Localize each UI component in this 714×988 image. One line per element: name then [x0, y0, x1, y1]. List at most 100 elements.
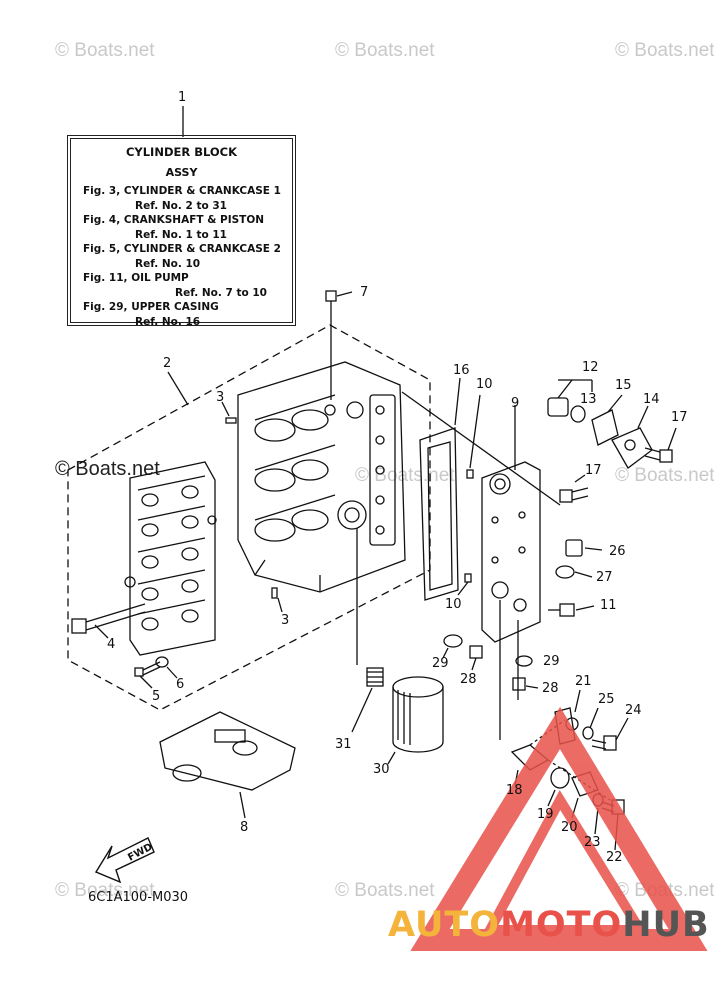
plug-28: [512, 677, 526, 691]
callout-16: 16: [453, 363, 470, 378]
watermark: © Boats.net: [55, 40, 155, 61]
box-line: Ref. No. 2 to 31: [135, 199, 227, 212]
callout-29: 29: [432, 656, 449, 671]
leader-line: [574, 689, 581, 713]
box-line: Fig. 4, CRANKSHAFT & PISTON: [83, 214, 265, 226]
leader-line: [471, 657, 477, 671]
callout-21: 21: [575, 674, 592, 689]
callout-25: 25: [598, 692, 615, 707]
dowel-pin-3: [221, 401, 283, 613]
washer-6: [155, 656, 169, 668]
callout-15: 15: [615, 378, 632, 393]
callout-5: 5: [152, 689, 161, 704]
bolt-4: [71, 603, 146, 639]
box-line: Fig. 3, CYLINDER & CRANKCASE 1: [83, 185, 281, 197]
watermark: © Boats.net: [615, 465, 714, 486]
callout-10: 10: [476, 377, 493, 392]
callout-27: 27: [596, 570, 613, 585]
plug-7: [325, 290, 353, 400]
callout-13: 13: [580, 392, 597, 407]
callout-3: 3: [281, 613, 290, 628]
cylinder-block-main: [237, 361, 406, 593]
brand-part-3: HUB: [622, 905, 710, 945]
box-line: Fig. 5, CYLINDER & CRANKCASE 2: [83, 243, 281, 255]
box-line: Fig. 11, OIL PUMP: [83, 272, 189, 284]
leader-line: [167, 371, 189, 406]
callout-1: 1: [178, 90, 187, 105]
callout-17: 17: [585, 463, 602, 478]
bolt-24: [591, 717, 629, 751]
box-line: Ref. No. 7 to 10: [175, 286, 267, 299]
callout-8: 8: [240, 820, 249, 835]
callout-20: 20: [561, 820, 578, 835]
callout-10: 10: [445, 597, 462, 612]
callout-7: 7: [360, 285, 369, 300]
diagram-code: 6C1A100-M030: [88, 890, 189, 905]
gasket-16: [419, 377, 461, 601]
cover-14: [611, 405, 653, 469]
washer-29: [515, 655, 533, 667]
washer-25: [582, 726, 594, 740]
callout-28: 28: [460, 672, 477, 687]
oil-filter-30: [387, 676, 444, 765]
pin-10: [457, 394, 481, 596]
callout-12: 12: [582, 360, 599, 375]
callout-17: 17: [671, 410, 688, 425]
cylinder-block-left: [124, 461, 217, 656]
box-line: Ref. No. 10: [135, 257, 201, 270]
callout-18: 18: [506, 783, 523, 798]
plug-28: [469, 645, 483, 659]
gasket-8: [159, 711, 296, 819]
leader-line: [525, 685, 539, 689]
callout-30: 30: [373, 762, 390, 777]
callout-31: 31: [335, 737, 352, 752]
brand-part-2: MOTO: [500, 905, 623, 945]
washer-13: [570, 405, 586, 423]
o-ring-27: [555, 565, 575, 579]
brand-part-1: AUTO: [388, 905, 501, 945]
brand-logo: AUTOMOTOHUB: [388, 905, 710, 945]
callout-23: 23: [584, 835, 601, 850]
callout-29: 29: [543, 654, 560, 669]
leader-line: [574, 571, 593, 578]
callout-19: 19: [537, 807, 554, 822]
box-title: CYLINDER BLOCK: [125, 145, 238, 159]
washer-29: [443, 634, 463, 648]
plug-26: [565, 539, 603, 557]
leader-line: [166, 666, 178, 679]
watermark: © Boats.net: [615, 40, 714, 61]
watermark: © Boats.net: [55, 880, 155, 901]
callout-4: 4: [107, 637, 116, 652]
bolt-17: [559, 427, 677, 503]
callout-14: 14: [643, 392, 660, 407]
leader-line: [547, 789, 556, 807]
union-31: [351, 667, 384, 733]
callout-11: 11: [600, 598, 617, 613]
callout-3: 3: [216, 390, 225, 405]
grommet-12: [547, 379, 593, 417]
leader-line: [594, 807, 599, 835]
box-line: Ref. No. 1 to 11: [135, 228, 227, 241]
callout-26: 26: [609, 544, 626, 559]
leader-line: [607, 394, 623, 413]
grommet-19: [550, 767, 570, 789]
reference-box: CYLINDER BLOCK ASSY Fig. 3, CYLINDER & C…: [67, 135, 296, 328]
leader-line: [589, 707, 599, 729]
leader-line: [442, 647, 449, 659]
watermark: © Boats.net: [335, 40, 435, 61]
assembly-boundary: [67, 324, 431, 711]
brand-logo-icon: [410, 706, 708, 951]
box-line: Fig. 29, UPPER CASING: [83, 301, 219, 313]
guide-line: [401, 391, 561, 506]
leader-line: [529, 719, 566, 746]
fwd-arrow-icon: FWD: [94, 837, 155, 884]
box-line: Ref. No. 16: [135, 315, 201, 328]
callout-22: 22: [606, 850, 623, 865]
sensor-11: [548, 603, 595, 617]
plate-9: [481, 405, 541, 643]
bolt-5: [134, 661, 161, 689]
watermark: © Boats.net: [335, 880, 435, 901]
callout-2: 2: [163, 356, 172, 371]
